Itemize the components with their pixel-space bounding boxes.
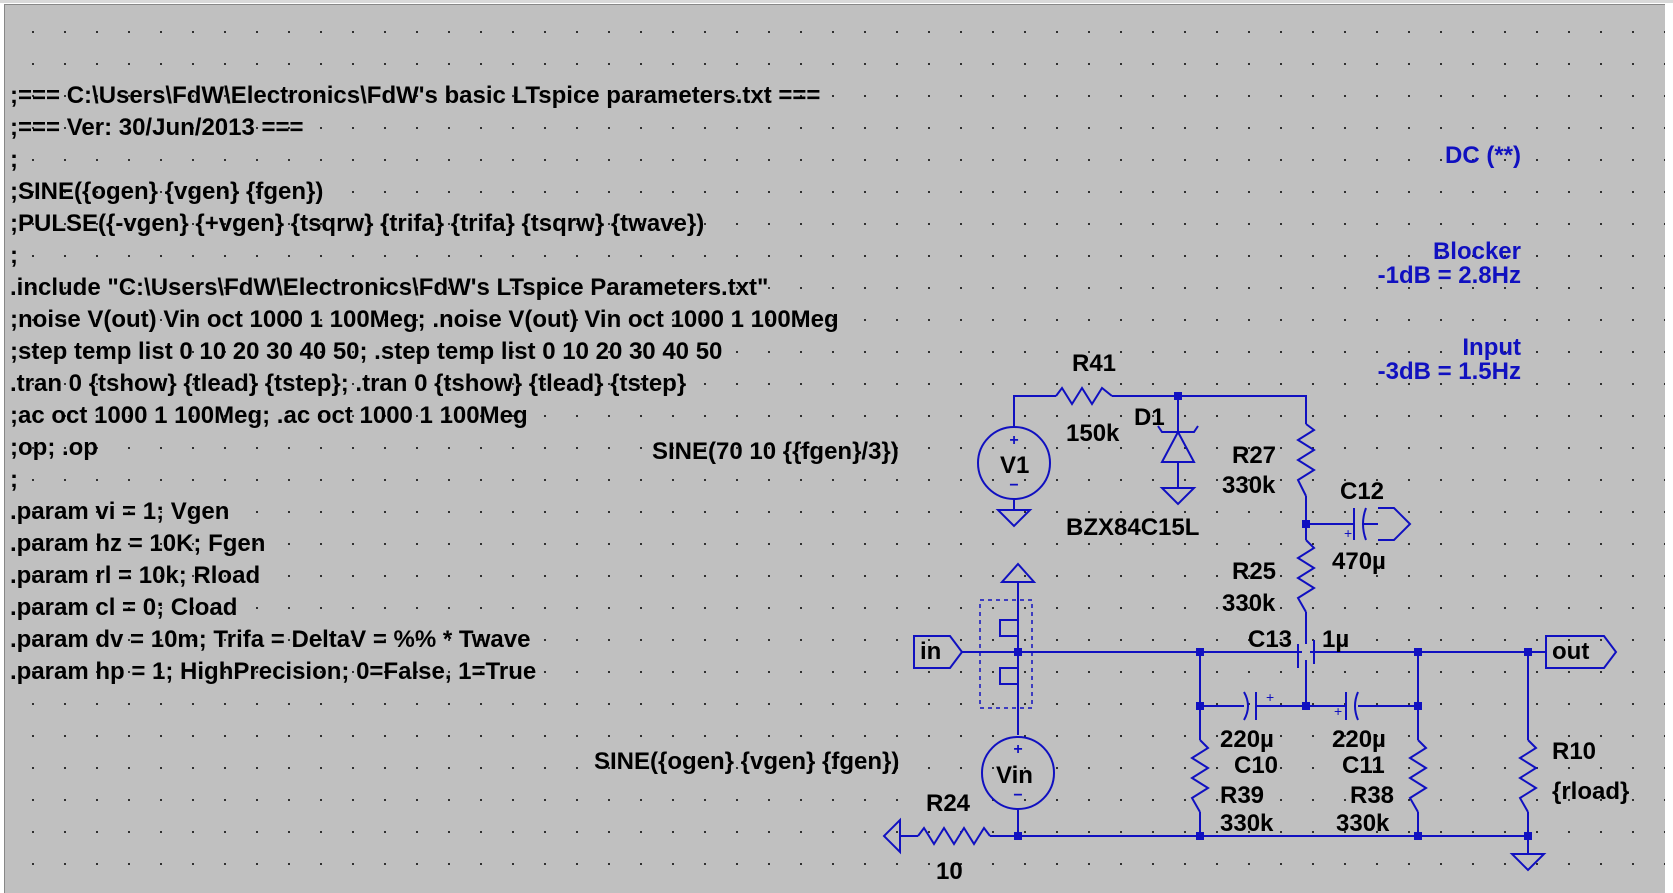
directive-line[interactable]: ;=== Ver: 30/Jun/2013 ===	[10, 114, 304, 141]
r41-name[interactable]: R41	[1072, 350, 1117, 377]
c11-symbol[interactable]: +	[1334, 691, 1370, 721]
vin-name[interactable]: Vin	[996, 762, 1033, 789]
directive-line[interactable]: ;	[10, 146, 18, 173]
d1-value[interactable]: BZX84C15L	[1066, 514, 1200, 541]
ground-icon	[1509, 853, 1547, 872]
junction-nodes	[1014, 392, 1532, 840]
c12-name[interactable]: C12	[1340, 478, 1385, 505]
directive-line[interactable]: .param dv = 10m; Trifa = DeltaV = %% * T…	[10, 626, 531, 653]
r38-name[interactable]: R38	[1350, 782, 1395, 809]
directive-line[interactable]: .param hz = 10K; Fgen	[10, 530, 266, 557]
c12-value[interactable]: 470µ	[1332, 548, 1386, 575]
directive-line[interactable]: .param rl = 10k; Rload	[10, 562, 261, 589]
in-port[interactable]	[913, 635, 964, 669]
svg-text:+: +	[1266, 689, 1274, 705]
svg-text:−: −	[1009, 477, 1018, 494]
c11-name[interactable]: C11	[1342, 752, 1385, 779]
directive-line[interactable]: ;PULSE({-vgen} {+vgen} {tsqrw} {trifa} {…	[10, 210, 705, 237]
c10-name[interactable]: C10	[1234, 752, 1279, 779]
v1-name[interactable]: V1	[1000, 452, 1030, 479]
ground-icon	[999, 562, 1037, 583]
c13-value[interactable]: 1µ	[1322, 626, 1350, 653]
svg-text:+: +	[1013, 741, 1022, 758]
c11-value[interactable]: 220µ	[1332, 726, 1386, 753]
directive-line[interactable]: ;SINE({ogen} {vgen} {fgen})	[10, 178, 324, 205]
r25-name[interactable]: R25	[1232, 558, 1277, 585]
dashed-box[interactable]	[979, 599, 1033, 709]
directive-line[interactable]: ;noise V(out) Vin oct 1000 1 100Meg; .no…	[10, 306, 839, 333]
directive-line[interactable]: .tran 0 {tshow} {tlead} {tstep}; .tran 0…	[10, 370, 687, 397]
r39-name[interactable]: R39	[1220, 782, 1265, 809]
r41-value[interactable]: 150k	[1066, 420, 1120, 447]
directive-line[interactable]: .param hp = 1; HighPrecision; 0=False, 1…	[10, 658, 537, 685]
c10-symbol[interactable]: +	[1243, 689, 1274, 721]
r10-value[interactable]: {rload}	[1552, 778, 1630, 805]
r39-value[interactable]: 330k	[1220, 810, 1274, 837]
directive-line[interactable]: .include "C:\Users\FdW\Electronics\FdW's…	[10, 274, 769, 301]
out-port-label[interactable]: out	[1552, 638, 1590, 665]
d1-name[interactable]: D1	[1134, 404, 1165, 431]
r24-name[interactable]: R24	[926, 790, 971, 817]
directive-line[interactable]: ;=== C:\Users\FdW\Electronics\FdW's basi…	[10, 82, 821, 109]
ground-icon	[1159, 487, 1197, 506]
v1-symbol[interactable]: + −	[977, 400, 1051, 500]
c10-value[interactable]: 220µ	[1220, 726, 1274, 753]
spice-directives: ;=== C:\Users\FdW\Electronics\FdW's basi…	[10, 80, 839, 688]
frequency-note[interactable]: -1dB = 2.8Hz -3dB = 1.5Hz	[1378, 196, 1521, 420]
schematic-canvas[interactable]	[4, 4, 1665, 893]
r27-name[interactable]: R27	[1232, 442, 1277, 469]
r27-symbol[interactable]	[1296, 423, 1316, 497]
in-port-label[interactable]: in	[920, 638, 942, 665]
r25-value[interactable]: 330k	[1222, 590, 1276, 617]
out-port[interactable]	[1545, 635, 1618, 669]
vin-symbol[interactable]: + −	[981, 736, 1055, 810]
c13-name[interactable]: C13	[1248, 626, 1293, 653]
title-note-line: Input	[1462, 334, 1521, 361]
r39-symbol[interactable]	[1190, 739, 1210, 813]
ground-icon	[882, 817, 901, 855]
directive-line[interactable]: ;op; .op	[10, 434, 98, 461]
directive-line[interactable]: ;	[10, 466, 18, 493]
svg-text:+: +	[1009, 432, 1018, 449]
c13-symbol[interactable]	[1297, 636, 1315, 668]
r10-symbol[interactable]	[1518, 739, 1538, 813]
svg-text:+: +	[1344, 525, 1352, 541]
c12-symbol[interactable]: +	[1344, 507, 1412, 541]
r38-value[interactable]: 330k	[1336, 810, 1390, 837]
directive-line[interactable]: ;step temp list 0 10 20 30 40 50; .step …	[10, 338, 723, 365]
frequency-note-line: -1dB = 2.8Hz	[1377, 262, 1521, 289]
r10-name[interactable]: R10	[1552, 738, 1597, 765]
title-note-line: Blocker	[1432, 238, 1521, 265]
r24-symbol[interactable]	[917, 826, 991, 846]
r27-value[interactable]: 330k	[1222, 472, 1276, 499]
r24-value[interactable]: 10	[936, 858, 963, 885]
title-note-line: DC (**)	[1445, 142, 1521, 169]
r38-symbol[interactable]	[1408, 739, 1428, 813]
directive-line[interactable]: .param cl = 0; Cload	[10, 594, 238, 621]
directive-line[interactable]: ;ac oct 1000 1 100Meg; .ac oct 1000 1 10…	[10, 402, 528, 429]
v1-value[interactable]: SINE(70 10 {{fgen}/3})	[652, 438, 899, 465]
r25-symbol[interactable]	[1296, 539, 1316, 613]
directive-line[interactable]: ;	[10, 242, 18, 269]
svg-text:+: +	[1334, 703, 1342, 719]
window-top-edge	[0, 0, 1673, 3]
d1-symbol[interactable]	[1157, 424, 1199, 470]
ground-icon	[995, 509, 1033, 528]
vin-value[interactable]: SINE({ogen} {vgen} {fgen})	[594, 748, 900, 775]
directive-line[interactable]: .param vi = 1; Vgen	[10, 498, 230, 525]
svg-text:−: −	[1013, 787, 1022, 804]
title-note[interactable]: DC (**) Blocker Input	[1433, 76, 1521, 396]
r41-symbol[interactable]	[1055, 386, 1113, 406]
frequency-note-line: -3dB = 1.5Hz	[1377, 358, 1521, 385]
